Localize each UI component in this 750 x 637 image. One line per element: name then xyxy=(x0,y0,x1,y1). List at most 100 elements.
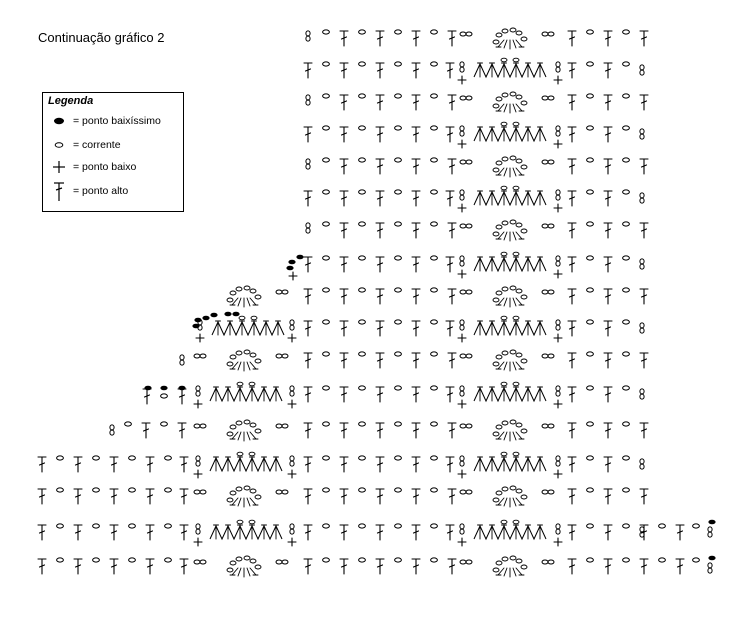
pineapple-fan-motif xyxy=(492,91,528,114)
legend-box: Legenda = ponto baixíssimo = corrente = … xyxy=(42,92,184,212)
corrente-symbol xyxy=(358,93,366,99)
ponto-alto-symbol xyxy=(141,422,151,439)
corrente-symbol xyxy=(358,487,366,493)
corrente-stack-symbol xyxy=(639,128,645,140)
corrente-stack-symbol xyxy=(195,385,201,397)
ponto-baixo-symbol xyxy=(553,333,563,343)
ponto-alto-symbol xyxy=(375,456,385,473)
ponto-alto-symbol xyxy=(411,222,421,239)
ponto-alto-symbol xyxy=(603,190,613,207)
ponto-alto-symbol xyxy=(179,524,189,541)
ponto-alto-symbol xyxy=(411,94,421,111)
corrente-stack-symbol xyxy=(639,388,645,400)
legend-label: = ponto alto xyxy=(73,185,129,197)
ponto-alto-symbol xyxy=(375,386,385,403)
corrente-symbol xyxy=(622,61,630,67)
corrente-symbol xyxy=(358,189,366,195)
ponto-alto-symbol xyxy=(567,422,577,439)
corrente-symbol xyxy=(124,421,132,427)
ponto-alto-symbol xyxy=(411,320,421,337)
ponto-alto-symbol xyxy=(603,386,613,403)
corrente-symbol xyxy=(322,385,330,391)
corrente-stack-symbol xyxy=(555,385,561,397)
pineapple-zigzag-motif xyxy=(473,315,547,337)
ponto-alto-symbol xyxy=(639,222,649,239)
pineapple-zigzag-motif xyxy=(211,315,285,337)
ponto-alto-symbol xyxy=(339,288,349,305)
corrente-stack-symbol xyxy=(707,562,713,574)
corrente-symbol xyxy=(430,421,438,427)
corrente-symbol xyxy=(622,157,630,163)
corrente-symbol xyxy=(394,523,402,529)
corrente-symbol xyxy=(322,523,330,529)
ponto-alto-symbol xyxy=(445,256,455,273)
ponto-alto-symbol xyxy=(375,488,385,505)
corrente-pair-symbol xyxy=(193,353,207,359)
ponto-alto-symbol xyxy=(639,352,649,369)
ponto-baixo-symbol xyxy=(553,75,563,85)
ponto-alto-symbol xyxy=(445,386,455,403)
ponto-alto-symbol xyxy=(603,320,613,337)
ponto-alto-symbol xyxy=(639,422,649,439)
ponto-alto-symbol xyxy=(411,456,421,473)
ponto-alto-symbol xyxy=(411,126,421,143)
ponto-alto-symbol xyxy=(303,126,313,143)
corrente-symbol xyxy=(622,221,630,227)
ponto-alto-symbol xyxy=(375,558,385,575)
ponto-alto-symbol xyxy=(375,352,385,369)
pineapple-zigzag-motif xyxy=(473,451,547,473)
corrente-symbol xyxy=(358,385,366,391)
ponto-baixo-symbol xyxy=(193,399,203,409)
ponto-alto-symbol xyxy=(567,158,577,175)
ponto-alto-symbol xyxy=(339,320,349,337)
ponto-baixo-symbol xyxy=(457,75,467,85)
corrente-stack-symbol xyxy=(459,455,465,467)
corrente-stack-symbol xyxy=(197,319,203,331)
corrente-symbol xyxy=(322,125,330,131)
corrente-stack-symbol xyxy=(555,125,561,137)
corrente-symbol xyxy=(586,523,594,529)
ponto-baixo-symbol xyxy=(553,469,563,479)
corrente-pair-symbol xyxy=(541,31,555,37)
legend-label: = corrente xyxy=(73,139,121,151)
pineapple-zigzag-motif xyxy=(473,121,547,143)
corrente-symbol xyxy=(622,557,630,563)
legend-item-corrente: = corrente xyxy=(43,137,183,155)
corrente-symbol xyxy=(358,319,366,325)
ponto-alto-symbol xyxy=(145,524,155,541)
ponto-alto-symbol xyxy=(567,320,577,337)
ponto-alto-symbol xyxy=(567,190,577,207)
corrente-symbol xyxy=(56,455,64,461)
corrente-symbol xyxy=(586,557,594,563)
ponto-alto-symbol xyxy=(303,558,313,575)
corrente-symbol xyxy=(92,487,100,493)
corrente-symbol xyxy=(430,523,438,529)
ponto-alto-symbol xyxy=(447,30,457,47)
corrente-pair-symbol xyxy=(275,559,289,565)
page-title: Continuação gráfico 2 xyxy=(38,30,165,45)
ponto-alto-symbol xyxy=(375,190,385,207)
ponto-alto-symbol xyxy=(567,524,577,541)
ponto-alto-symbol xyxy=(603,30,613,47)
ponto-baixo-symbol xyxy=(457,269,467,279)
ponto-alto-symbol xyxy=(375,422,385,439)
ponto-alto-symbol xyxy=(375,320,385,337)
corrente-symbol xyxy=(322,61,330,67)
corrente-symbol xyxy=(322,319,330,325)
corrente-stack-symbol xyxy=(555,255,561,267)
ponto-baixo-symbol xyxy=(553,399,563,409)
corrente-symbol xyxy=(322,557,330,563)
ponto-baixissimo-symbol xyxy=(296,254,304,260)
ponto-alto-symbol xyxy=(339,94,349,111)
corrente-symbol xyxy=(430,319,438,325)
ponto-alto-symbol xyxy=(445,524,455,541)
ponto-baixo-symbol xyxy=(553,139,563,149)
pineapple-fan-motif xyxy=(226,349,262,372)
ponto-alto-symbol xyxy=(639,30,649,47)
ponto-alto-symbol xyxy=(411,158,421,175)
corrente-symbol xyxy=(322,351,330,357)
corrente-symbol xyxy=(430,29,438,35)
ponto-alto-symbol xyxy=(567,222,577,239)
corrente-symbol xyxy=(622,287,630,293)
